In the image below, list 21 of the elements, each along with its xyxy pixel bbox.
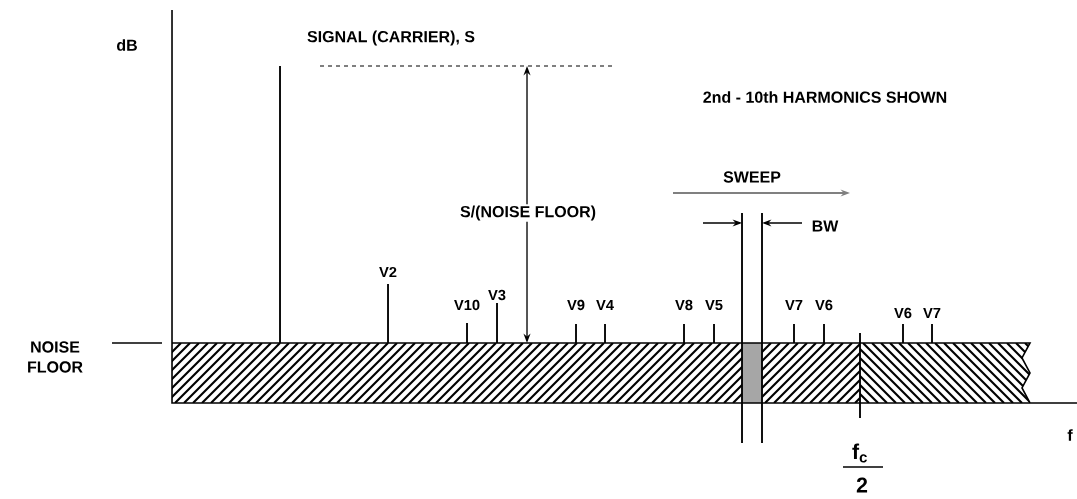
- frequency-label: 2: [856, 477, 868, 493]
- harmonic-label: V2: [379, 266, 397, 278]
- harmonic-label: V7: [785, 299, 803, 311]
- harmonic-label: V8: [675, 299, 693, 311]
- frequency-label: f$_{c}$: [852, 443, 867, 463]
- harmonic-label: V3: [488, 289, 506, 301]
- harmonic-label: V4: [596, 299, 614, 311]
- harmonic-label: V9: [567, 299, 585, 311]
- harmonic-label: V7: [923, 307, 941, 319]
- bw-label: BW: [812, 220, 839, 232]
- harmonic-label: V6: [894, 307, 912, 319]
- signal-label: SIGNAL (CARRIER), S: [307, 30, 475, 46]
- sweep-label: SWEEP: [723, 171, 781, 183]
- harmonic-label: V6: [815, 299, 833, 311]
- noise-floor-label: NOISE FLOOR: [28, 341, 83, 373]
- axis-label: dB: [117, 39, 137, 51]
- axis-label: f: [1067, 429, 1073, 441]
- ratio-label: S/(NOISE FLOOR): [458, 204, 598, 222]
- harmonic-label: V10: [454, 299, 480, 311]
- harmonic-label: V5: [705, 299, 723, 311]
- note-text: 2nd - 10th HARMONICS SHOWN: [703, 91, 947, 103]
